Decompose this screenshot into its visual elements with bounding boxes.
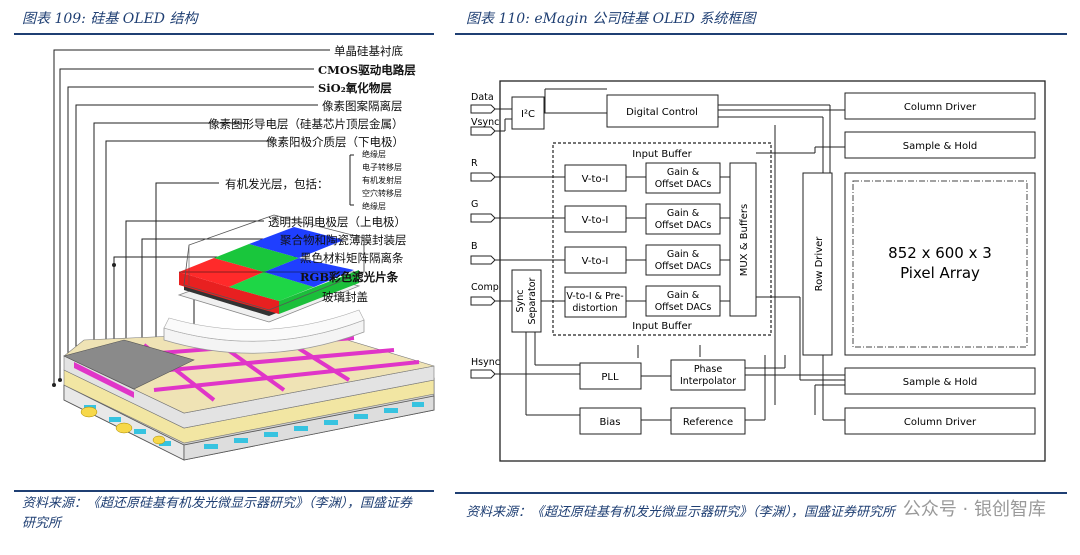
- organic-sublayer-4: 空穴转移层: [362, 189, 402, 198]
- input-b-label: B: [471, 241, 478, 252]
- input-vsync-label: Vsync: [471, 117, 499, 128]
- organic-sublayer-3: 有机发射层: [362, 176, 402, 185]
- input-data-label: Data: [471, 92, 494, 103]
- phase-line1: Phase: [694, 364, 723, 375]
- input-buffer-top-label: Input Buffer: [632, 149, 692, 160]
- column-driver-top-label: Column Driver: [904, 102, 977, 113]
- gain-4-line2: Offset DACs: [655, 302, 712, 313]
- left-title-rule: [14, 33, 434, 35]
- v-to-i-pre-line1: V-to-I & Pre-: [566, 291, 623, 302]
- watermark: 公众号 · 银创智库: [902, 499, 1046, 520]
- organic-sublayer-2: 电子转移层: [362, 163, 402, 172]
- input-hsync-label: Hsync: [471, 357, 500, 368]
- i2c-label: I²C: [521, 109, 535, 120]
- v-to-i-2-label: V-to-I: [582, 215, 609, 226]
- gain-3-line1: Gain &: [667, 249, 700, 260]
- sample-hold-top-label: Sample & Hold: [903, 141, 977, 152]
- gain-1-line1: Gain &: [667, 167, 700, 178]
- left-figure-title: 图表 109: 硅基 OLED 结构: [22, 11, 198, 27]
- organic-sublayer-1: 绝缘层: [362, 150, 386, 159]
- sync-separator-line2: Separator: [527, 277, 538, 324]
- organic-sublayer-5: 绝缘层: [362, 202, 386, 211]
- emagin-block-diagram: I²C Digital Control Input Buffer Input B…: [470, 80, 1046, 462]
- left-source-rule: [14, 490, 434, 492]
- v-to-i-3-label: V-to-I: [582, 256, 609, 267]
- column-driver-bottom-label: Column Driver: [904, 417, 977, 428]
- phase-line2: Interpolator: [680, 376, 736, 387]
- bias-label: Bias: [600, 417, 621, 428]
- layer-label-substrate: 单晶硅基衬底: [334, 44, 403, 58]
- layer-label-cmos: CMOS驱动电路层: [318, 63, 416, 77]
- pixel-array-line1: 852 x 600 x 3: [888, 244, 992, 262]
- row-driver-label: Row Driver: [814, 236, 825, 292]
- layer-label-cathode: 透明共阴电极层（上电极）: [268, 215, 406, 229]
- right-title-rule: [455, 33, 1067, 35]
- layer-label-glass: 玻璃封盖: [322, 290, 368, 304]
- gain-3-line2: Offset DACs: [655, 261, 712, 272]
- layer-label-encapsulation: 聚合物和陶瓷薄膜封装层: [280, 233, 407, 247]
- input-comp-label: Comp: [471, 282, 499, 293]
- layer-label-rgb-filter: RGB彩色滤光片条: [300, 270, 399, 284]
- layer-label-organic: 有机发光层，包括：: [225, 177, 329, 191]
- right-source-rule: [455, 492, 1067, 494]
- digital-control-label: Digital Control: [626, 107, 698, 118]
- layer-label-isolation: 像素图案隔离层: [322, 99, 403, 113]
- pll-label: PLL: [601, 372, 619, 383]
- sync-separator-line1: Sync: [515, 290, 526, 313]
- layer-label-black-matrix: 黑色材料矩阵隔离条: [300, 251, 404, 265]
- v-to-i-pre-line2: distortion: [572, 303, 617, 314]
- right-source: 资料来源：《超还原硅基有机发光微显示器研究》（李渊），国盛证券研究所: [466, 505, 896, 520]
- layer-label-anode: 像素阳极介质层（下电极）: [266, 135, 404, 149]
- layer-label-sio2: SiO₂氧化物层: [318, 81, 392, 95]
- input-buffer-bottom-label: Input Buffer: [632, 321, 692, 332]
- input-g-label: G: [471, 199, 478, 210]
- v-to-i-1-label: V-to-I: [582, 174, 609, 185]
- gain-4-line1: Gain &: [667, 290, 700, 301]
- layer-label-conductor: 像素图形导电层（硅基芯片顶层金属）: [208, 117, 404, 131]
- left-source: 资料来源：《超还原硅基有机发光微显示器研究》（李渊），国盛证券研究所: [22, 496, 413, 531]
- gain-2-line1: Gain &: [667, 208, 700, 219]
- pixel-array-line2: Pixel Array: [900, 264, 980, 282]
- oled-structure-illustration: [52, 49, 435, 461]
- sample-hold-bottom-label: Sample & Hold: [903, 377, 977, 388]
- input-r-label: R: [471, 158, 478, 169]
- right-figure-title: 图表 110: eMagin 公司硅基 OLED 系统框图: [466, 11, 756, 27]
- gain-1-line2: Offset DACs: [655, 179, 712, 190]
- mux-label: MUX & Buffers: [739, 204, 750, 277]
- reference-label: Reference: [683, 417, 733, 428]
- gain-2-line2: Offset DACs: [655, 220, 712, 231]
